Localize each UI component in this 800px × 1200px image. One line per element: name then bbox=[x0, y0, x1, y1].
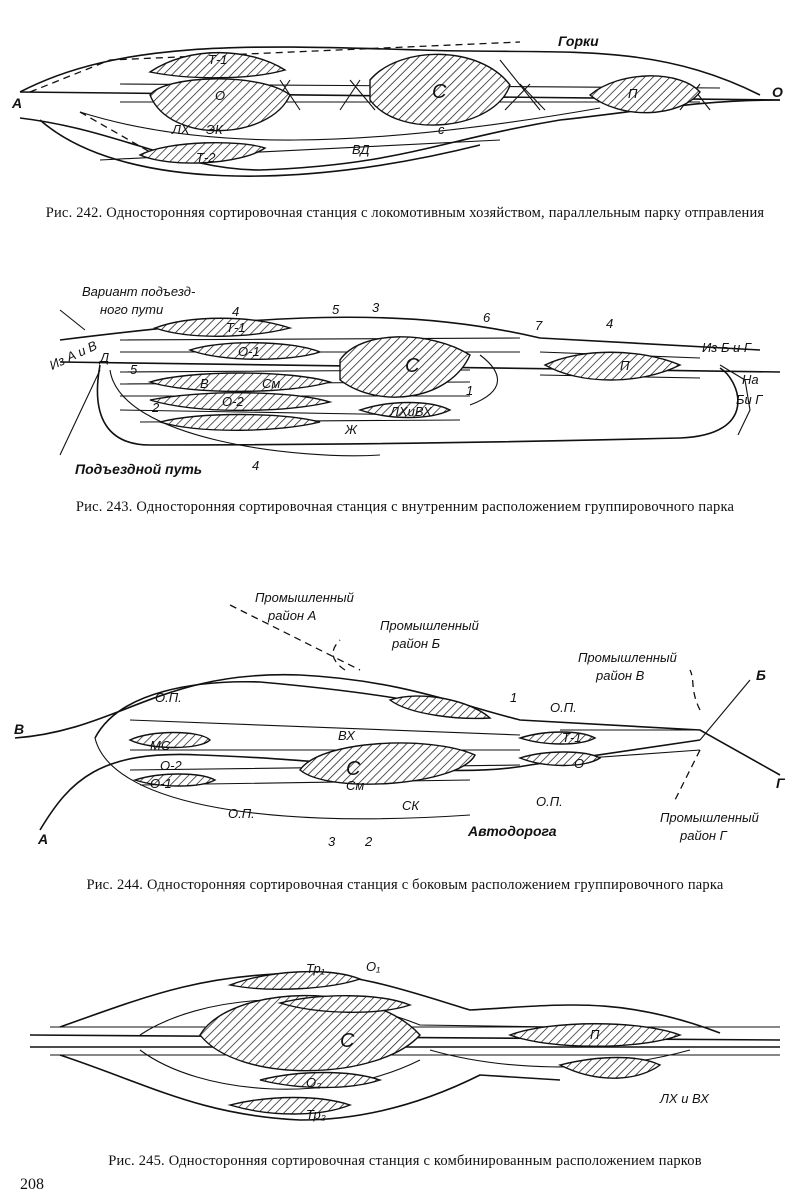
label-b: В bbox=[200, 376, 209, 391]
label-o2: О₂ bbox=[306, 1075, 321, 1090]
label-n3: 3 bbox=[328, 834, 336, 849]
page-number: 208 bbox=[20, 1176, 44, 1193]
label-b: В bbox=[14, 721, 24, 737]
label-op2: О.П. bbox=[228, 806, 255, 821]
label-c: С bbox=[405, 355, 420, 377]
label-bi-g: Би Г bbox=[736, 392, 763, 407]
label-n4c: 4 bbox=[252, 458, 259, 473]
figure-244: Промышленный район А Промышленный район … bbox=[0, 590, 800, 920]
label-n4a: 4 bbox=[232, 304, 239, 319]
label-prom-a2: район А bbox=[267, 608, 316, 623]
figure-245-caption: Рис. 245. Односторонняя сортировочная ст… bbox=[108, 1153, 702, 1169]
label-n5a: 5 bbox=[332, 302, 340, 317]
label-p: П bbox=[620, 358, 630, 373]
label-op1: О.П. bbox=[155, 690, 182, 705]
label-o1: О₁ bbox=[366, 959, 380, 974]
label-a: А bbox=[37, 831, 48, 847]
label-podezd: Подъездной путь bbox=[75, 461, 202, 477]
label-cm: См bbox=[346, 778, 364, 793]
label-lh: ЛХ bbox=[171, 122, 191, 137]
label-b-right: Б bbox=[756, 667, 766, 683]
label-prom-b2: район Б bbox=[391, 636, 441, 651]
label-ck: СК bbox=[402, 798, 420, 813]
park-p bbox=[588, 75, 701, 114]
label-g: Г bbox=[776, 775, 786, 791]
label-p: П bbox=[628, 86, 638, 101]
label-d: Д bbox=[98, 350, 109, 365]
label-variant: Вариант подъезд- bbox=[82, 284, 196, 299]
label-o2: О-2 bbox=[222, 394, 244, 409]
label-p: П bbox=[590, 1027, 600, 1042]
label-prom-v: Промышленный bbox=[578, 650, 677, 665]
label-o-park: О bbox=[215, 88, 225, 103]
label-iz-a-i-v: Из А и В bbox=[47, 338, 100, 373]
figure-243: Вариант подъезд- ного пути Из А и В Д 4 … bbox=[0, 270, 800, 538]
label-c: С bbox=[432, 81, 447, 103]
figure-245: Тр₁ О₁ С П О₂ Тр₂ ЛХ и ВХ Рис. 245. Одно… bbox=[0, 955, 800, 1175]
figure-244-diagram: Промышленный район А Промышленный район … bbox=[14, 590, 786, 849]
label-avtodoroga: Автодорога bbox=[467, 823, 557, 839]
label-variant-2: ного пути bbox=[100, 302, 163, 317]
label-lhivh: ЛХ и ВХ bbox=[659, 1091, 710, 1106]
figure-242-caption: Рис. 242. Односторонняя сортировочная ст… bbox=[45, 205, 765, 221]
figure-244-caption: Рис. 244. Односторонняя сортировочная ст… bbox=[86, 877, 724, 893]
label-a: А bbox=[11, 95, 22, 111]
label-o: О bbox=[772, 84, 783, 100]
label-op4: О.П. bbox=[536, 794, 563, 809]
figure-243-caption: Рис. 243. Односторонняя сортировочная ст… bbox=[75, 499, 735, 515]
label-o2: О-2 bbox=[160, 758, 182, 773]
label-c: С bbox=[340, 1030, 355, 1052]
label-t1: Т-1 bbox=[562, 730, 582, 745]
label-tp2: Тр₂ bbox=[306, 1107, 326, 1122]
label-o1: О-1 bbox=[238, 344, 260, 359]
label-vd: ВД bbox=[352, 142, 370, 157]
label-n6: 6 bbox=[483, 310, 491, 325]
label-n2: 2 bbox=[364, 834, 373, 849]
label-n4b: 4 bbox=[606, 316, 613, 331]
label-t1: Т-1 bbox=[208, 52, 228, 67]
label-prom-b: Промышленный bbox=[380, 618, 479, 633]
label-o1: О-1 bbox=[150, 776, 172, 791]
label-cm: Cм bbox=[262, 376, 280, 391]
label-n7: 7 bbox=[535, 318, 543, 333]
label-mc: МС bbox=[150, 738, 171, 753]
label-prom-v2: район В bbox=[595, 668, 645, 683]
label-zh: Ж bbox=[344, 422, 358, 437]
park-t1 bbox=[148, 52, 287, 79]
park-c bbox=[369, 53, 511, 126]
figure-242-diagram: А О Горки Т-1 О С П ЛХ ЭК Т-2 ВД с bbox=[11, 33, 783, 177]
label-n2: 2 bbox=[151, 400, 160, 415]
label-vh: ВХ bbox=[338, 728, 356, 743]
label-n1: 1 bbox=[466, 383, 473, 398]
label-c: С bbox=[346, 758, 361, 780]
label-c-small: с bbox=[438, 122, 445, 137]
label-n3: 3 bbox=[372, 300, 380, 315]
park-t2 bbox=[138, 141, 267, 164]
label-op3: О.П. bbox=[550, 700, 577, 715]
label-prom-g2: район Г bbox=[679, 828, 728, 843]
park-o bbox=[149, 78, 291, 132]
label-gorki: Горки bbox=[558, 33, 599, 49]
label-t1: Т-1 bbox=[226, 320, 246, 335]
label-ek: ЭК bbox=[206, 122, 224, 137]
label-iz-b-i-g: Из Б и Г bbox=[702, 340, 752, 355]
figure-243-diagram: Вариант подъезд- ного пути Из А и В Д 4 … bbox=[47, 284, 781, 477]
label-prom-a: Промышленный bbox=[255, 590, 354, 605]
label-t2: Т-2 bbox=[196, 150, 216, 165]
label-prom-g: Промышленный bbox=[660, 810, 759, 825]
label-na: На bbox=[742, 372, 759, 387]
figure-245-diagram: Тр₁ О₁ С П О₂ Тр₂ ЛХ и ВХ bbox=[29, 959, 781, 1122]
label-tp1: Тр₁ bbox=[306, 961, 325, 976]
label-n5b: 5 bbox=[130, 362, 138, 377]
label-o: О bbox=[574, 756, 584, 771]
label-n1: 1 bbox=[510, 690, 517, 705]
figure-242: А О Горки Т-1 О С П ЛХ ЭК Т-2 ВД с Рис. … bbox=[0, 0, 800, 240]
label-lhivh: ЛХиВХ bbox=[389, 404, 433, 419]
